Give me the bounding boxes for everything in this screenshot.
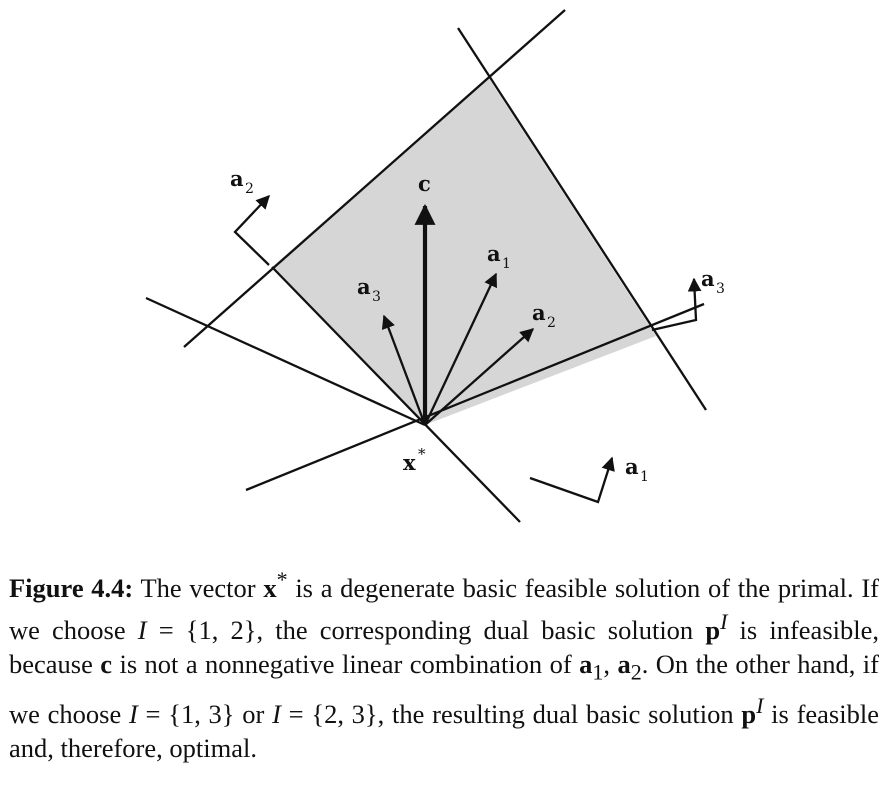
math-p: p bbox=[705, 614, 721, 645]
math-c: c bbox=[100, 648, 113, 679]
math-I: I bbox=[128, 698, 138, 729]
math-sub-1: 1 bbox=[592, 658, 604, 684]
caption-text: . On the other hand, if we choose bbox=[9, 648, 879, 729]
label-normal-a3-sub: 3 bbox=[716, 281, 725, 297]
caption-text: = {2, 3}, the resulting dual basic solut… bbox=[280, 698, 742, 729]
caption-text: is infeasible, because bbox=[9, 614, 879, 679]
math-I: I bbox=[272, 698, 281, 729]
label-vector-a3: a bbox=[357, 274, 371, 299]
caption-text: The vector bbox=[133, 572, 264, 603]
figure-number: Figure 4.4: bbox=[9, 572, 134, 603]
label-normal-a2: a bbox=[230, 166, 244, 191]
math-p: p bbox=[741, 698, 757, 729]
caption-text: = {1, 2}, the corresponding dual basic s… bbox=[146, 614, 706, 645]
caption-comma: , bbox=[603, 648, 618, 679]
math-x: x bbox=[263, 572, 277, 603]
vector-a2 bbox=[424, 328, 535, 426]
constraint-line-1 bbox=[245, 302, 705, 492]
constraint-line-3 bbox=[145, 296, 426, 427]
label-x-star-sup: * bbox=[418, 445, 426, 463]
math-I-sup: I bbox=[720, 608, 728, 634]
constraint-line-2 bbox=[183, 9, 566, 348]
vector-a1 bbox=[423, 272, 498, 426]
math-I: I bbox=[137, 614, 147, 645]
caption-text: = {1, 3} or bbox=[137, 698, 273, 729]
normal-a1-hook bbox=[529, 456, 615, 504]
degenerate-bfs-diagram: c a 1 a 2 a 3 a 2 a 3 a 1 x * bbox=[145, 9, 725, 523]
normal-a2-hook bbox=[233, 194, 270, 266]
math-a: a bbox=[617, 648, 631, 679]
label-vector-a3-sub: 3 bbox=[372, 289, 381, 305]
label-vector-a1: a bbox=[487, 241, 501, 266]
caption-text: is feasible and, therefore, optimal. bbox=[9, 698, 879, 763]
label-normal-a1-sub: 1 bbox=[640, 469, 649, 485]
constraint-line-4 bbox=[457, 27, 707, 411]
label-vector-a1-sub: 1 bbox=[502, 256, 511, 272]
figure-caption: Figure 4.4: The vector x* is a degenerat… bbox=[9, 563, 879, 765]
caption-text: is not a nonnegative linear combination … bbox=[112, 648, 580, 679]
math-star: * bbox=[276, 567, 288, 592]
label-x-star: x bbox=[403, 450, 416, 475]
math-sub-2: 2 bbox=[630, 658, 642, 684]
normal-a3-hook bbox=[651, 277, 702, 332]
label-normal-a3: a bbox=[701, 266, 715, 291]
caption-text: is a degenerate basic feasible solution … bbox=[9, 572, 879, 645]
vector-a3 bbox=[381, 314, 427, 426]
label-c: c bbox=[418, 171, 431, 196]
label-vector-a2-sub: 2 bbox=[547, 315, 556, 331]
constraint-line-5 bbox=[271, 266, 521, 523]
label-normal-a2-sub: 2 bbox=[245, 181, 254, 197]
label-normal-a1: a bbox=[625, 454, 639, 479]
label-vector-a2: a bbox=[532, 300, 546, 325]
feasible-region bbox=[272, 77, 656, 425]
math-I-sup: I bbox=[756, 692, 764, 718]
math-a: a bbox=[579, 648, 593, 679]
